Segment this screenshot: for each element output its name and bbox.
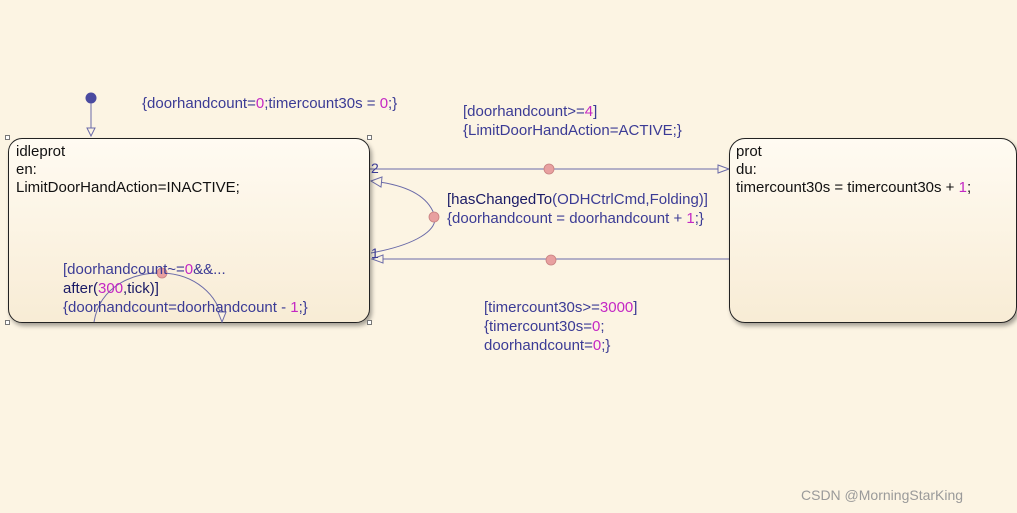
transition-condition: [hasChangedTo(ODHCtrlCmd,Folding)]	[447, 191, 708, 208]
transition-action: {doorhandcount=doorhandcount - 1;}	[63, 299, 308, 316]
transition-back-arrowhead	[370, 254, 384, 264]
selection-handle-tr[interactable]	[367, 135, 372, 140]
during-keyword: du:	[736, 161, 757, 178]
state-prot[interactable]	[729, 138, 1017, 323]
transition-action: {doorhandcount = doorhandcount + 1;}	[447, 210, 704, 227]
state-name: prot	[736, 143, 762, 160]
selection-handle-bl[interactable]	[5, 320, 10, 325]
inner-loop-label[interactable]: [doorhandcount~=0&&... after(300,tick)] …	[63, 260, 308, 317]
during-action: timercount30s = timercount30s + 1;	[736, 179, 972, 196]
state-name: idleprot	[16, 143, 66, 160]
watermark: CSDN @MorningStarKing	[801, 487, 964, 503]
transition-back-junction[interactable]	[545, 254, 557, 266]
entry-action: LimitDoorHandAction=INACTIVE;	[16, 179, 240, 196]
selection-handle-tl[interactable]	[5, 135, 10, 140]
state-idleprot[interactable]	[8, 138, 370, 323]
selection-handle-br[interactable]	[367, 320, 372, 325]
default-transition-dot[interactable]	[85, 92, 97, 104]
default-transition-arrowhead	[86, 127, 96, 138]
transition-to-prot-junction[interactable]	[543, 163, 555, 175]
self-loop-label[interactable]: [hasChangedTo(ODHCtrlCmd,Folding)] {door…	[447, 190, 708, 228]
transition-action-line1: {timercount30s=0;	[484, 318, 605, 335]
transition-condition: [doorhandcount>=4]	[463, 103, 598, 120]
prot-label: prot du: timercount30s = timercount30s +…	[736, 143, 971, 197]
transition-condition: [doorhandcount~=0&&...	[63, 261, 226, 278]
transition-back-label[interactable]: [timercount30s>=3000] {timercount30s=0; …	[484, 298, 637, 355]
inner-loop-junction[interactable]	[156, 267, 168, 279]
transition-to-prot-label[interactable]: [doorhandcount>=4] {LimitDoorHandAction=…	[463, 102, 682, 140]
idleprot-label: idleprot en: LimitDoorHandAction=INACTIV…	[16, 143, 240, 197]
transition-condition: [timercount30s>=3000]	[484, 299, 638, 316]
transition-to-prot-arrowhead	[717, 164, 731, 174]
entry-keyword: en:	[16, 161, 37, 178]
transition-after: after(300,tick)]	[63, 280, 159, 297]
inner-loop-arrowhead	[217, 311, 227, 324]
default-transition-action[interactable]: {doorhandcount=0;timercount30s = 0;}	[142, 95, 398, 112]
transition-action: {LimitDoorHandAction=ACTIVE;}	[463, 122, 682, 139]
transition-action-line2: doorhandcount=0;}	[484, 337, 611, 354]
priority-label-2: 2	[371, 160, 379, 176]
self-loop-arrowhead	[369, 176, 383, 188]
self-loop-junction[interactable]	[428, 211, 440, 223]
priority-label-1: 1	[371, 245, 379, 261]
